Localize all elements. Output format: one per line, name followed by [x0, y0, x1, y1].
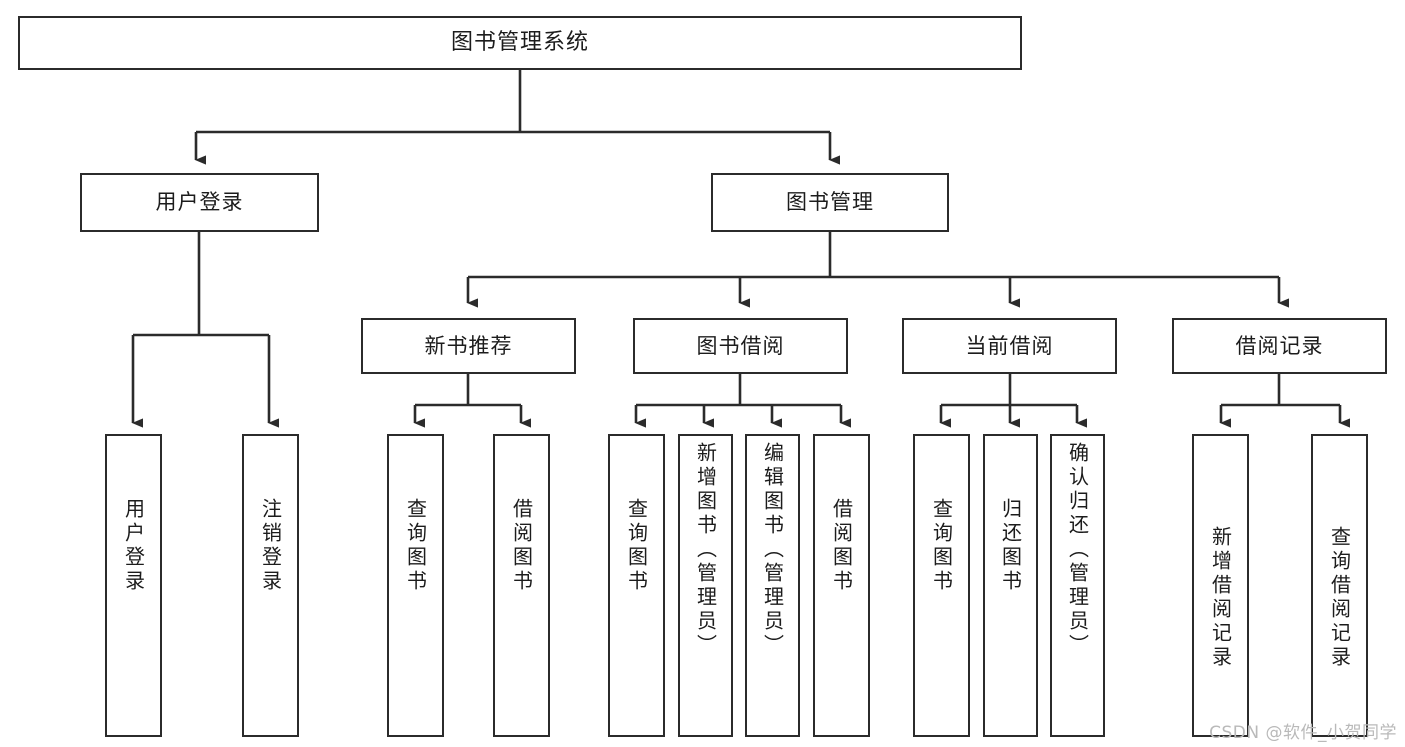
node-label: 当前借阅	[965, 333, 1054, 358]
leaf-add-borrow-record[interactable]: 新增借阅记录	[1192, 434, 1249, 737]
leaf-edit-book-admin[interactable]: 编辑图书（管理员）	[745, 434, 800, 737]
node-book-borrow[interactable]: 图书借阅	[633, 318, 848, 374]
watermark-text: CSDN @软件_小贺同学	[1209, 723, 1397, 743]
leaf-user-login[interactable]: 用户登录	[105, 434, 162, 737]
leaf-query-book-current[interactable]: 查询图书	[913, 434, 970, 737]
node-label: 新增图书（管理员）	[693, 442, 718, 658]
node-book-management[interactable]: 图书管理	[711, 173, 949, 232]
node-label: 查询借阅记录	[1327, 526, 1352, 670]
node-label: 查询图书	[929, 498, 954, 594]
node-new-book-recommend[interactable]: 新书推荐	[361, 318, 576, 374]
node-borrow-records[interactable]: 借阅记录	[1172, 318, 1387, 374]
leaf-return-book[interactable]: 归还图书	[983, 434, 1038, 737]
node-label: 借阅图书	[509, 498, 534, 594]
leaf-borrow-book-recommend[interactable]: 借阅图书	[493, 434, 550, 737]
node-label: 图书管理	[786, 190, 874, 215]
node-label: 图书管理系统	[450, 30, 589, 56]
leaf-query-borrow-record[interactable]: 查询借阅记录	[1311, 434, 1368, 737]
leaf-confirm-return-admin[interactable]: 确认归还（管理员）	[1050, 434, 1105, 737]
node-label: 新书推荐	[424, 333, 513, 358]
node-label: 图书借阅	[696, 333, 785, 358]
leaf-logout[interactable]: 注销登录	[242, 434, 299, 737]
node-label: 归还图书	[998, 498, 1023, 594]
node-current-borrow[interactable]: 当前借阅	[902, 318, 1117, 374]
leaf-query-book-recommend[interactable]: 查询图书	[387, 434, 444, 737]
leaf-borrow-book[interactable]: 借阅图书	[813, 434, 870, 737]
node-label: 借阅图书	[829, 498, 854, 594]
node-label: 新增借阅记录	[1208, 526, 1233, 670]
node-label: 查询图书	[624, 498, 649, 594]
node-label: 借阅记录	[1235, 333, 1324, 358]
node-label: 注销登录	[258, 498, 283, 594]
leaf-add-book-admin[interactable]: 新增图书（管理员）	[678, 434, 733, 737]
node-label: 编辑图书（管理员）	[760, 442, 785, 658]
node-label: 用户登录	[155, 190, 244, 215]
node-user-login[interactable]: 用户登录	[80, 173, 319, 232]
leaf-query-book-borrow[interactable]: 查询图书	[608, 434, 665, 737]
node-root-system[interactable]: 图书管理系统	[18, 16, 1022, 70]
node-label: 用户登录	[121, 498, 146, 594]
node-label: 查询图书	[403, 498, 428, 594]
node-label: 确认归还（管理员）	[1065, 442, 1090, 658]
